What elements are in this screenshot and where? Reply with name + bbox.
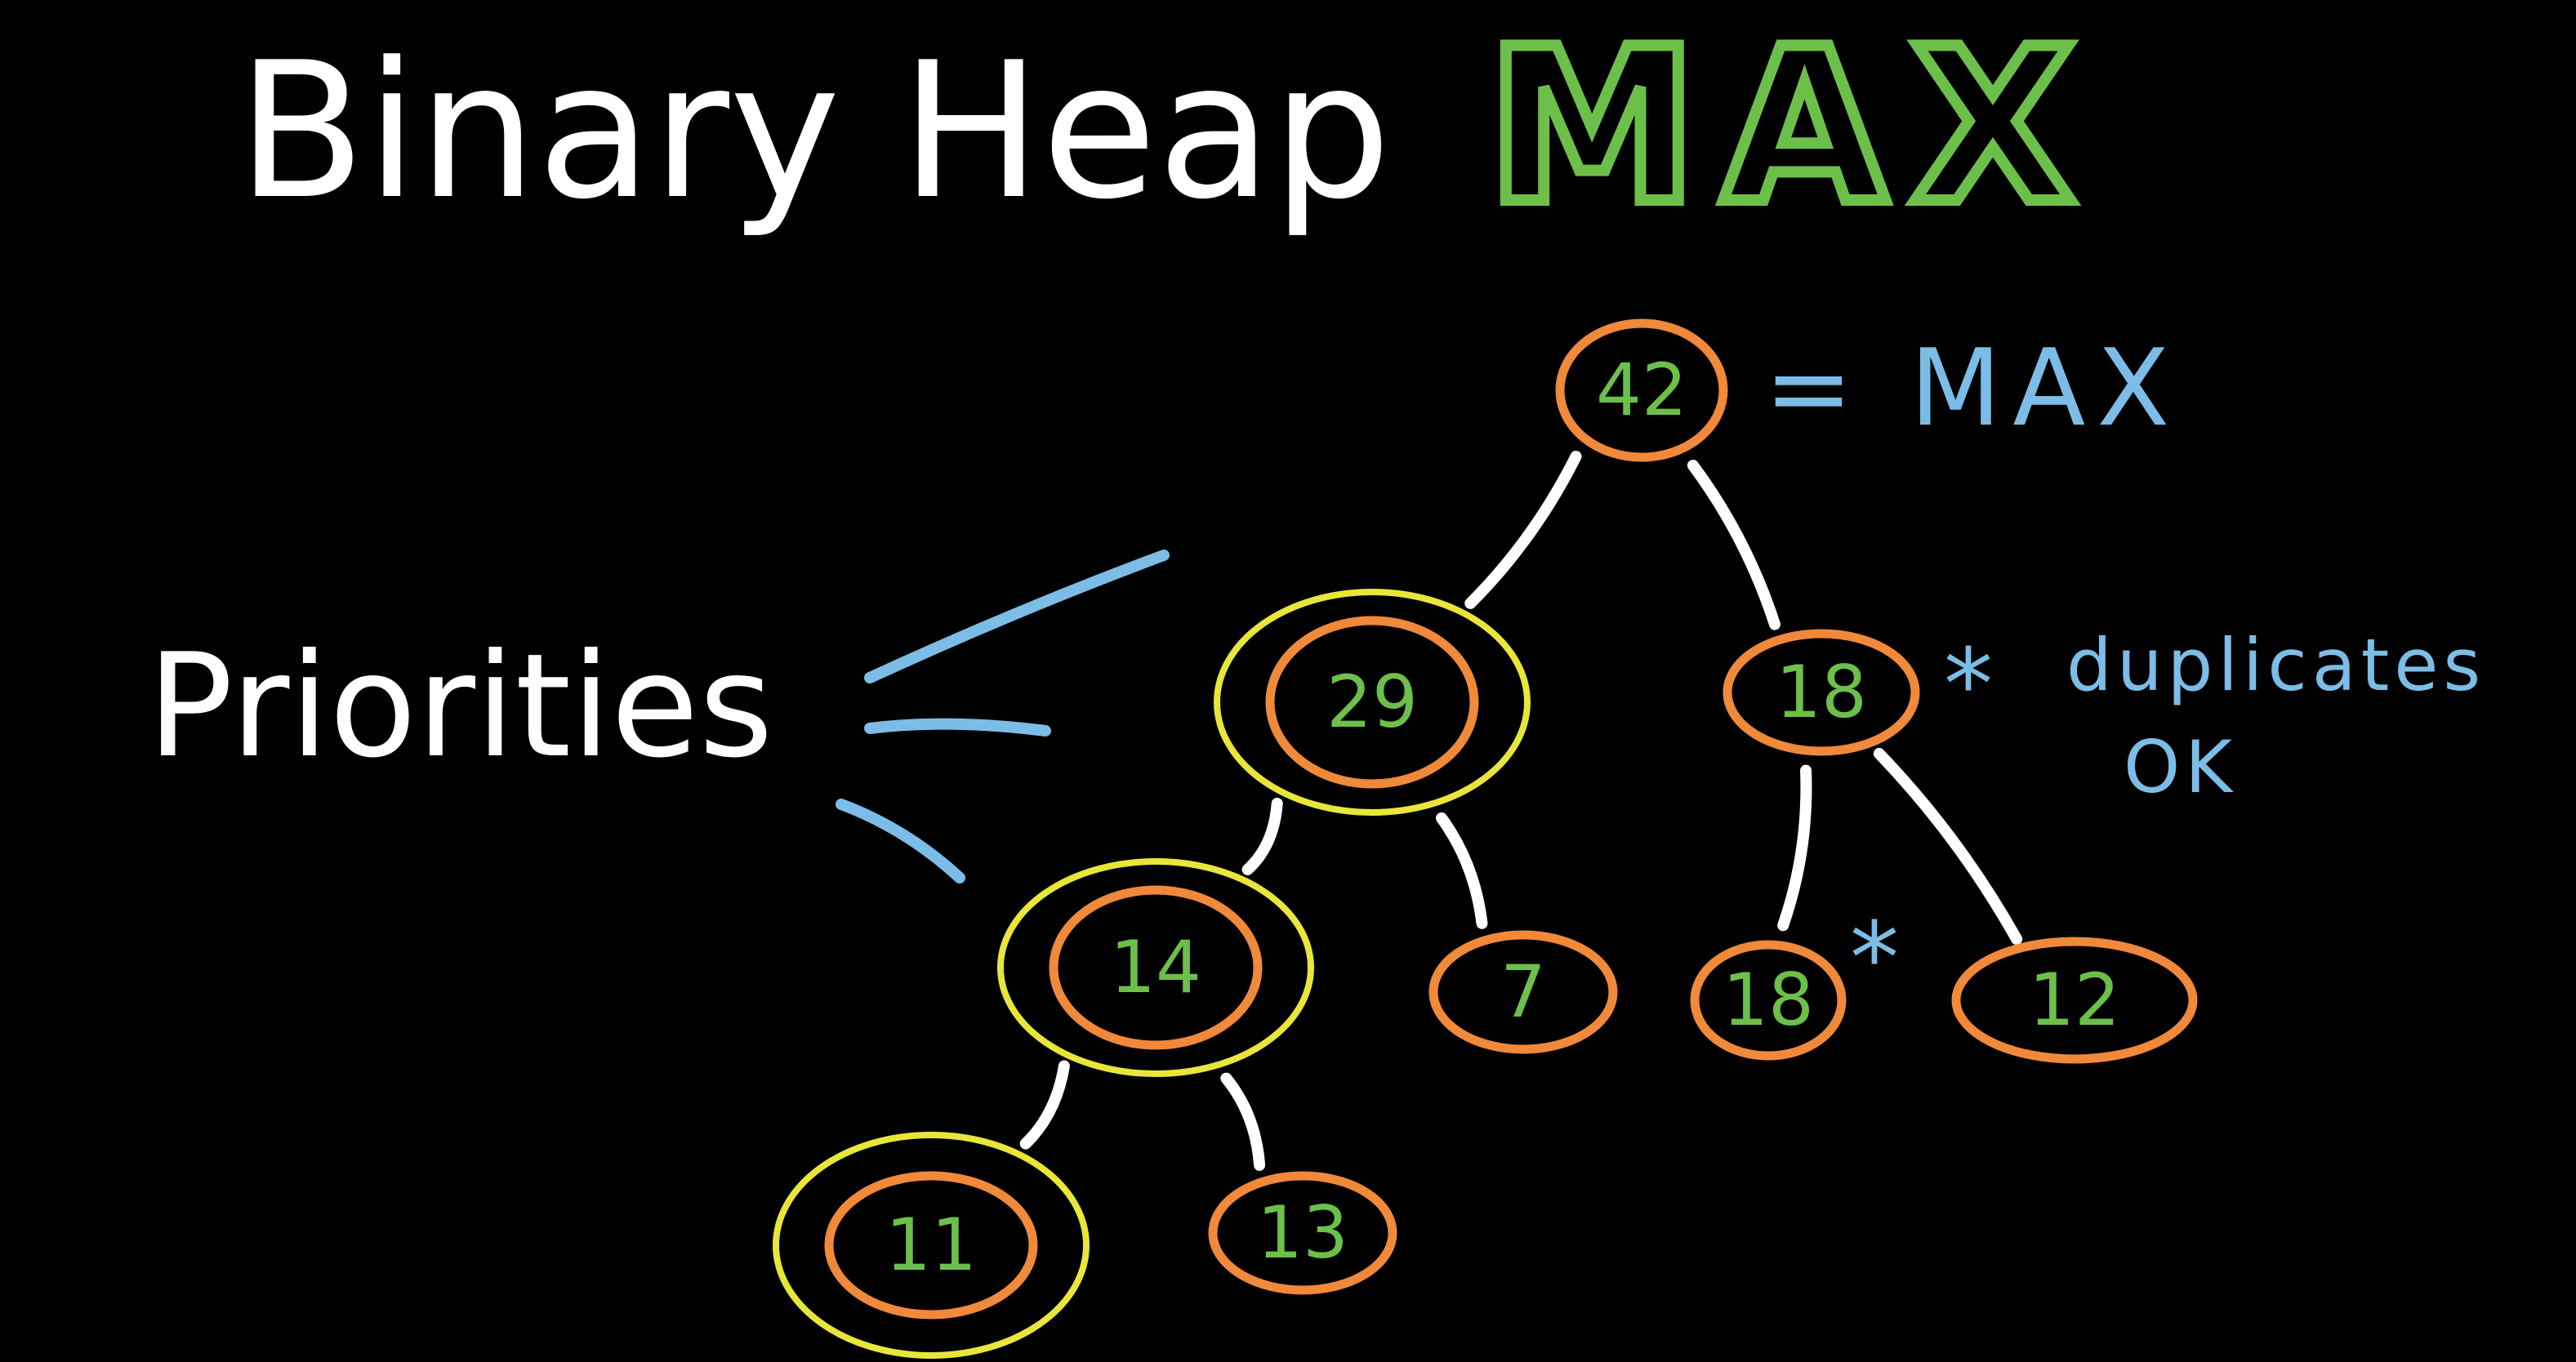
node-ring-n42 bbox=[1555, 318, 1728, 462]
edge-n42-n18a bbox=[1687, 459, 1780, 630]
heap-node-n29: 29 bbox=[1214, 589, 1531, 816]
node-ring-n12 bbox=[1951, 937, 2198, 1064]
heap-nodes: 42 29 18 14 7 18 12 11 13 bbox=[773, 318, 2198, 1359]
priorities-label: Priorities bbox=[147, 624, 773, 790]
duplicate-asterisk-top: * bbox=[1944, 629, 1993, 742]
highlight-ring-n11 bbox=[773, 1132, 1090, 1359]
highlight-ring-n14 bbox=[997, 858, 1314, 1077]
heap-node-n18a: 18 bbox=[1723, 629, 1920, 756]
heap-node-n12: 12 bbox=[1951, 937, 2198, 1064]
edge-n18a-n18b bbox=[1777, 764, 1812, 932]
node-ring-n13 bbox=[1208, 1171, 1397, 1295]
node-ring-n18b bbox=[1690, 940, 1847, 1061]
edge-n29-n7 bbox=[1436, 812, 1488, 929]
node-value-n7: 7 bbox=[1500, 950, 1546, 1034]
heap-node-n18b: 18 bbox=[1690, 940, 1847, 1061]
heap-node-n7: 7 bbox=[1428, 930, 1618, 1054]
heap-node-n42: 42 bbox=[1555, 318, 1728, 462]
node-ring-n29 bbox=[1265, 616, 1479, 789]
edge-n18a-n12 bbox=[1873, 747, 2023, 946]
edge-n14-n11 bbox=[1019, 1060, 1070, 1150]
node-value-n13: 13 bbox=[1257, 1191, 1348, 1275]
title-max-text: MAX bbox=[1486, 4, 2099, 251]
title-text: Binary Heap bbox=[237, 23, 1392, 241]
heap-node-n11: 11 bbox=[773, 1132, 1090, 1359]
heap-node-n13: 13 bbox=[1208, 1171, 1397, 1295]
stroke-lower bbox=[836, 799, 965, 884]
node-value-n42: 42 bbox=[1596, 348, 1687, 432]
node-ring-n11 bbox=[824, 1171, 1038, 1320]
node-value-n14: 14 bbox=[1110, 925, 1201, 1009]
stroke-middle bbox=[864, 718, 1051, 737]
edge-n14-n13 bbox=[1220, 1072, 1266, 1171]
edge-n42-n29 bbox=[1464, 450, 1582, 609]
node-value-n12: 12 bbox=[2029, 958, 2120, 1042]
priority-comparison-strokes bbox=[836, 550, 1170, 884]
root-max-note: = MAX bbox=[1764, 326, 2181, 450]
heap-edges bbox=[1019, 450, 2023, 1171]
node-ring-n7 bbox=[1428, 930, 1618, 1054]
node-ring-n14 bbox=[1049, 885, 1263, 1050]
duplicates-note: duplicates bbox=[2066, 623, 2485, 707]
node-value-n29: 29 bbox=[1326, 660, 1418, 744]
duplicate-asterisk-bottom: * bbox=[1850, 902, 1899, 1016]
duplicates-ok-note: OK bbox=[2124, 725, 2237, 809]
node-value-n11: 11 bbox=[885, 1203, 977, 1287]
node-value-n18a: 18 bbox=[1776, 650, 1867, 734]
edge-n29-n14 bbox=[1241, 798, 1283, 875]
highlight-ring-n29 bbox=[1214, 589, 1531, 816]
stroke-upper bbox=[864, 550, 1170, 683]
heap-node-n14: 14 bbox=[997, 858, 1314, 1077]
node-value-n18b: 18 bbox=[1723, 958, 1814, 1042]
node-ring-n18a bbox=[1723, 629, 1920, 756]
